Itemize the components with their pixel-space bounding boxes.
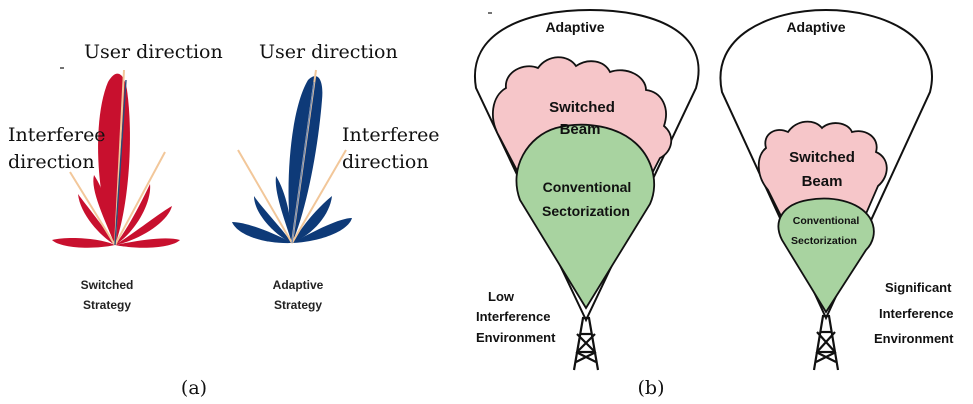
adaptive-axis-line [291,81,315,244]
tower-icon [572,316,600,371]
conventional-sectorization-label: Sectorization [791,235,857,247]
adaptive-pattern [232,76,352,244]
tower-icon [812,314,840,371]
environment-label: Significant [885,280,952,295]
adaptive-side-lobe [292,218,352,243]
environment-label: Interference [476,309,550,324]
switched-side-lobe [115,238,180,248]
switched-side-lobe [115,206,172,245]
adaptive-strategy-label: Adaptive [273,278,324,292]
conventional-sectorization-label: Conventional [793,215,860,227]
adaptive-user-direction-label: User direction [259,41,398,63]
switched-side-lobe [52,237,115,248]
adaptive-side-lobe [254,196,292,243]
environment-label: Interference [879,306,953,321]
adaptive-interferee-label: Interferee [342,124,440,146]
environment-label: Environment [476,330,556,345]
conventional-sectorization-region [777,197,875,314]
adaptive-interferee-line [237,149,293,244]
switched-beam-label: Beam [802,173,843,190]
adaptive-interferee-label: direction [342,151,429,173]
conventional-sectorization-label: Conventional [543,179,632,195]
switched-beam-label: Switched [549,99,615,116]
conventional-sectorization-region [515,123,656,310]
switched-beam-label: Beam [560,121,601,138]
caption-a: (a) [181,377,207,399]
switched-interferee-label: Interferee [8,124,106,146]
switched-interferee-label: direction [8,151,95,173]
panel-b: Adaptive Switched Beam Conventional Sect… [473,8,954,399]
switched-strategy-label: Switched [81,278,134,292]
panel-a: User direction Interferee direction Swit… [8,41,440,399]
environment-label: Low [488,289,515,304]
switched-user-direction-label: User direction [84,41,223,63]
switched-side-lobe [78,194,115,245]
switched-interferee-line [69,171,116,246]
switched-interferee-line [114,151,166,246]
coverage-low-interference: Adaptive Switched Beam Conventional Sect… [473,8,700,371]
adaptive-interferee-line [291,149,347,244]
conventional-sectorization-label: Sectorization [542,203,630,219]
adaptive-label: Adaptive [545,19,604,35]
adaptive-side-lobe [275,176,292,243]
coverage-significant-interference: Adaptive Switched Beam Conventional Sect… [719,8,954,371]
adaptive-strategy-label: Strategy [274,298,322,312]
caption-b: (b) [638,377,665,399]
switched-axis-line [114,79,127,246]
adaptive-side-lobe [232,222,292,244]
adaptive-label: Adaptive [786,19,845,35]
switched-beam-label: Switched [789,149,855,166]
switched-strategy-label: Strategy [83,298,131,312]
adaptive-side-lobe [292,196,332,243]
environment-label: Environment [874,331,954,346]
